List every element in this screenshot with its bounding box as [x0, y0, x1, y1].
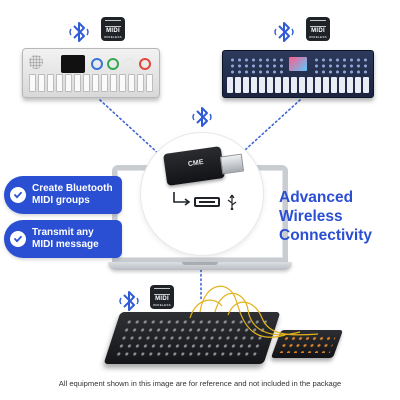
laptop-notch	[182, 262, 218, 265]
usb-port-icon	[194, 197, 220, 207]
feature-transmit-midi: Transmit any MIDI message	[4, 220, 122, 258]
synthesizer-device	[22, 48, 160, 98]
bluetooth-icon	[68, 18, 90, 46]
bluetooth-icon	[118, 287, 140, 315]
usb-symbol-icon	[227, 194, 237, 210]
bluetooth-icon	[191, 103, 213, 131]
disclaimer-footnote: All equipment shown in this image are fo…	[58, 379, 342, 388]
usb-arrow-icon	[173, 192, 191, 206]
check-icon	[10, 187, 26, 203]
feature-text: Create Bluetooth MIDI groups	[32, 183, 113, 206]
feature-text: Transmit any MIDI message	[32, 227, 99, 250]
midi-wireless-badge: MIDI WIRELESS	[306, 17, 330, 41]
midi-controller-device	[222, 50, 374, 98]
check-icon	[10, 231, 26, 247]
laptop-base	[108, 262, 292, 270]
bluetooth-icon	[273, 18, 295, 46]
headline: Advanced Wireless Connectivity	[279, 189, 373, 244]
feature-bluetooth-groups: Create Bluetooth MIDI groups	[4, 176, 122, 214]
midi-wireless-badge: MIDI WIRELESS	[150, 285, 174, 309]
midi-wireless-badge: MIDI WIRELESS	[101, 17, 125, 41]
